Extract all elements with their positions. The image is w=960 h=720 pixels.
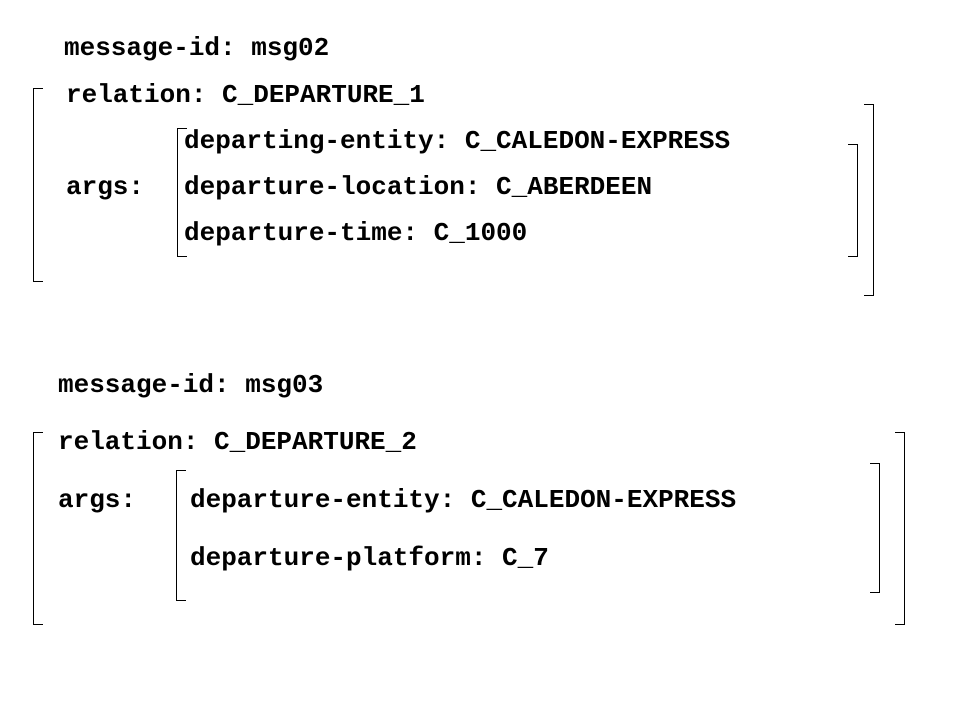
outer-left-bracket [33,432,43,625]
outer-right-bracket [864,104,874,296]
relation-line: relation: C_DEPARTURE_1 [66,80,425,110]
outer-right-bracket [895,432,905,625]
args-right-bracket [870,463,880,593]
outer-left-bracket [33,88,43,282]
arg-departure-platform: departure-platform: C_7 [190,543,549,573]
arg-departure-time: departure-time: C_1000 [184,218,528,248]
message-id-line: message-id: msg03 [58,370,324,400]
args-right-bracket [848,144,858,257]
args-label: args: [58,485,137,515]
args-left-bracket [176,470,186,601]
arg-departing-entity: departing-entity: C_CALEDON-EXPRESS [184,126,731,156]
args-label: args: [66,172,145,202]
message-id-line: message-id: msg02 [64,33,330,63]
arg-departure-entity: departure-entity: C_CALEDON-EXPRESS [190,485,737,515]
relation-line: relation: C_DEPARTURE_2 [58,427,417,457]
arg-departure-location: departure-location: C_ABERDEEN [184,172,653,202]
args-left-bracket [177,128,187,257]
